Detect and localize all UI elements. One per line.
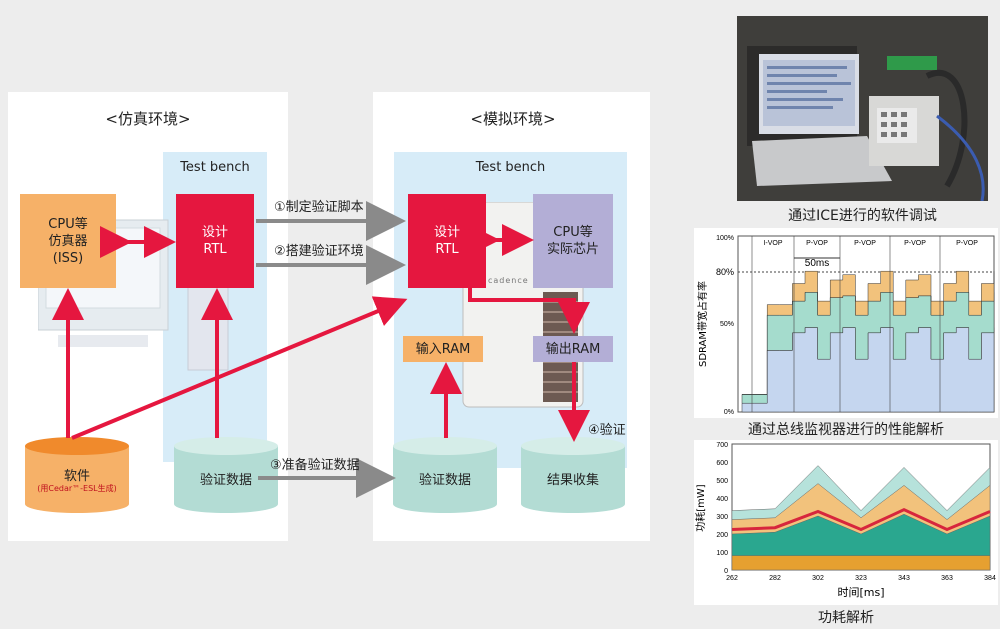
bw-phase-label: P-VOP: [806, 240, 828, 247]
sim-design-rtl-box: 设计 RTL: [176, 194, 254, 288]
label-make-script: ①制定验证脚本: [274, 200, 364, 215]
ice-debug-photo: [737, 16, 988, 201]
power-ytick: 400: [716, 496, 728, 503]
sim-testbench-label: Test bench: [180, 160, 250, 175]
bw-ytick-50: 50%: [720, 321, 734, 328]
cpu-emulator-line2: 仿真器: [48, 233, 88, 249]
power-ytick: 300: [716, 514, 728, 521]
label-build-env: ②搭建验证环境: [274, 244, 364, 259]
actual-chip-line2: 实际芯片: [546, 242, 599, 257]
power-caption: 功耗解析: [818, 610, 874, 626]
arrow-software-emu: [71, 296, 408, 440]
bw-ytick-0: 0%: [724, 409, 734, 416]
power-xlabel: 时间[ms]: [837, 586, 884, 599]
emu-rtl-line1: 设计: [433, 225, 460, 240]
bw-phase-label: P-VOP: [854, 240, 876, 247]
software-sublabel: (用Cedar™-ESL生成): [37, 484, 117, 493]
bw-50ms-label: 50ms: [805, 258, 829, 269]
output-ram-label: 输出RAM: [545, 341, 601, 357]
arrow-rtl-outram: [468, 288, 590, 334]
power-xtick: 323: [855, 575, 867, 582]
sim-verify-data-label: 验证数据: [199, 473, 252, 488]
sim-rtl-line2: RTL: [203, 242, 227, 257]
bandwidth-chart-svg: 100% 80% 50% 0% SDRAM带宽占有率 I-VOP P-VOP P-V…: [696, 235, 995, 416]
bw-ytick-100: 100%: [716, 235, 734, 242]
label-verify: ④验证: [588, 423, 626, 438]
label-prepare-data: ③准备验证数据: [270, 458, 360, 473]
power-red-band: [731, 508, 991, 532]
power-ytick: 700: [716, 442, 728, 449]
power-ytick: 0: [724, 568, 728, 575]
bw-series-2: [742, 270, 995, 395]
bw-ylabel: SDRAM带宽占有率: [696, 281, 709, 367]
emulation-panel: <模拟环境> Test bench cadence 设计 RTL CPU等 实际…: [373, 92, 650, 541]
emu-verify-data-cylinder: 验证数据: [393, 437, 497, 513]
emulation-title: <模拟环境>: [470, 110, 556, 128]
bw-axis-labels: 100% 80% 50% 0%: [716, 235, 734, 416]
cadence-logo: cadence: [488, 276, 529, 285]
power-xtick: 343: [898, 575, 910, 582]
emu-testbench-label: Test bench: [475, 160, 546, 175]
emu-verify-data-label: 验证数据: [418, 473, 471, 488]
cpu-emulator-line1: CPU等: [48, 216, 88, 232]
bw-caption: 通过总线监视器进行的性能解析: [748, 422, 944, 438]
flow-arrows: [52, 201, 590, 498]
power-chart-svg: 0 100 200 300 400 500 600 700 262 282 302 323 343 36…: [695, 442, 996, 599]
power-ytick: 200: [716, 532, 728, 539]
power-ylabel: 功耗[mW]: [695, 484, 707, 532]
photo-illustration: [737, 16, 988, 201]
power-chart: 0 100 200 300 400 500 600 700 262 282 302 323 343 36…: [694, 440, 998, 605]
ice-caption: 通过ICE进行的软件调试: [788, 208, 937, 224]
result-collection-cylinder: 结果收集: [521, 437, 625, 513]
cpu-emulator-line3: (ISS): [52, 250, 84, 266]
power-xtick: 302: [812, 575, 824, 582]
actual-chip-box: CPU等 实际芯片: [533, 194, 613, 288]
power-ytick: 500: [716, 478, 728, 485]
software-label: 软件: [63, 469, 90, 484]
simulation-panel: <仿真环境> Test bench CPU等 仿真器 (ISS) 设计 RTL …: [8, 92, 288, 541]
power-series-0: [731, 555, 991, 571]
power-xtick: 282: [769, 575, 781, 582]
bw-phase-label: P-VOP: [956, 240, 978, 247]
sim-verify-data-cylinder: 验证数据: [174, 437, 278, 513]
sim-rtl-line1: 设计: [201, 225, 228, 240]
bw-ytick-80: 80%: [716, 267, 734, 277]
bandwidth-chart: 100% 80% 50% 0% SDRAM带宽占有率 I-VOP P-VOP P-V…: [694, 228, 998, 418]
emu-rtl-line2: RTL: [435, 242, 459, 257]
simulation-title: <仿真环境>: [105, 110, 191, 128]
bw-phase-label: I-VOP: [763, 240, 782, 247]
power-ytick: 600: [716, 460, 728, 467]
actual-chip-line1: CPU等: [553, 225, 593, 240]
bw-phase-label: P-VOP: [904, 240, 926, 247]
input-ram-box: 输入RAM: [403, 336, 483, 362]
input-ram-label: 输入RAM: [415, 341, 471, 357]
power-xtick: 363: [941, 575, 953, 582]
result-collection-label: 结果收集: [546, 473, 599, 488]
power-ytick: 100: [716, 550, 728, 557]
power-xtick: 262: [726, 575, 738, 582]
output-ram-box: 输出RAM: [533, 336, 613, 362]
power-xtick: 384: [984, 575, 996, 582]
software-cylinder: 软件 (用Cedar™-ESL生成): [25, 437, 129, 513]
